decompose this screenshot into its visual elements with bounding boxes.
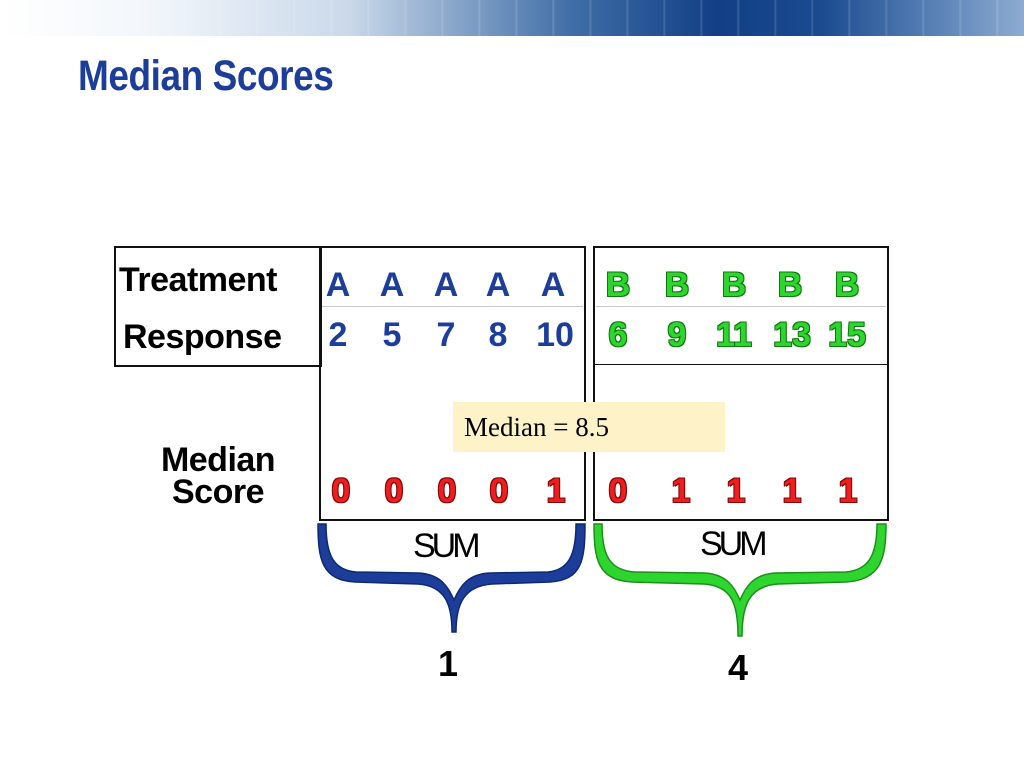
treatment-cell: A [325, 266, 351, 304]
median-score-cell: 1 [782, 472, 802, 510]
response-cell: 13 [773, 316, 811, 354]
row-label-median-score-line1: Median [160, 441, 276, 479]
response-cell: 9 [667, 316, 687, 354]
row-label-median-score: Median Score [130, 441, 306, 511]
treatment-cell: B [834, 266, 860, 304]
response-cell: 2 [328, 316, 348, 354]
treatment-cell: A [540, 266, 566, 304]
treatment-cell: B [721, 266, 747, 304]
median-score-cell: 1 [726, 472, 746, 510]
row-label-median-score-line2: Score [172, 473, 265, 511]
row-divider-b [596, 306, 886, 307]
median-score-cell: 0 [384, 472, 404, 510]
median-score-cell: 1 [546, 472, 566, 510]
treatment-cell: B [605, 266, 631, 304]
median-score-cell: 1 [671, 472, 691, 510]
group-b-column [593, 246, 889, 521]
sum-label-a: SUM [413, 527, 481, 565]
treatment-cell: A [433, 266, 459, 304]
treatment-cell: B [664, 266, 690, 304]
response-cell: 15 [828, 316, 866, 354]
response-cell: 8 [488, 316, 508, 354]
response-cell: 6 [608, 316, 628, 354]
row-divider-a [322, 306, 583, 307]
header-banner-texture [0, 0, 1024, 36]
median-note: Median = 8.5 [453, 402, 725, 452]
response-cell: 5 [382, 316, 402, 354]
median-score-cell: 0 [331, 472, 351, 510]
sum-value-a: 1 [437, 643, 459, 684]
median-score-cell: 0 [489, 472, 509, 510]
median-score-cell: 0 [437, 472, 457, 510]
label-header-box [114, 246, 322, 367]
treatment-cell: A [379, 266, 405, 304]
header-banner [0, 0, 1024, 36]
sum-brace-a [317, 523, 586, 633]
sum-brace-b [593, 523, 887, 637]
median-score-cell: 0 [608, 472, 628, 510]
sum-value-b: 4 [727, 647, 749, 688]
response-cell: 11 [716, 316, 752, 354]
treatment-cell: A [485, 266, 511, 304]
row-label-response: Response [123, 318, 282, 356]
group-a-column [319, 246, 586, 521]
response-cell: 10 [536, 316, 574, 354]
treatment-cell: B [777, 266, 803, 304]
sum-label-b: SUM [700, 525, 768, 563]
response-cell: 7 [436, 316, 456, 354]
header-bottom-rule-b [593, 364, 889, 365]
page-title: Median Scores [78, 52, 334, 100]
row-label-treatment: Treatment [119, 261, 278, 299]
median-score-cell: 1 [838, 472, 858, 510]
